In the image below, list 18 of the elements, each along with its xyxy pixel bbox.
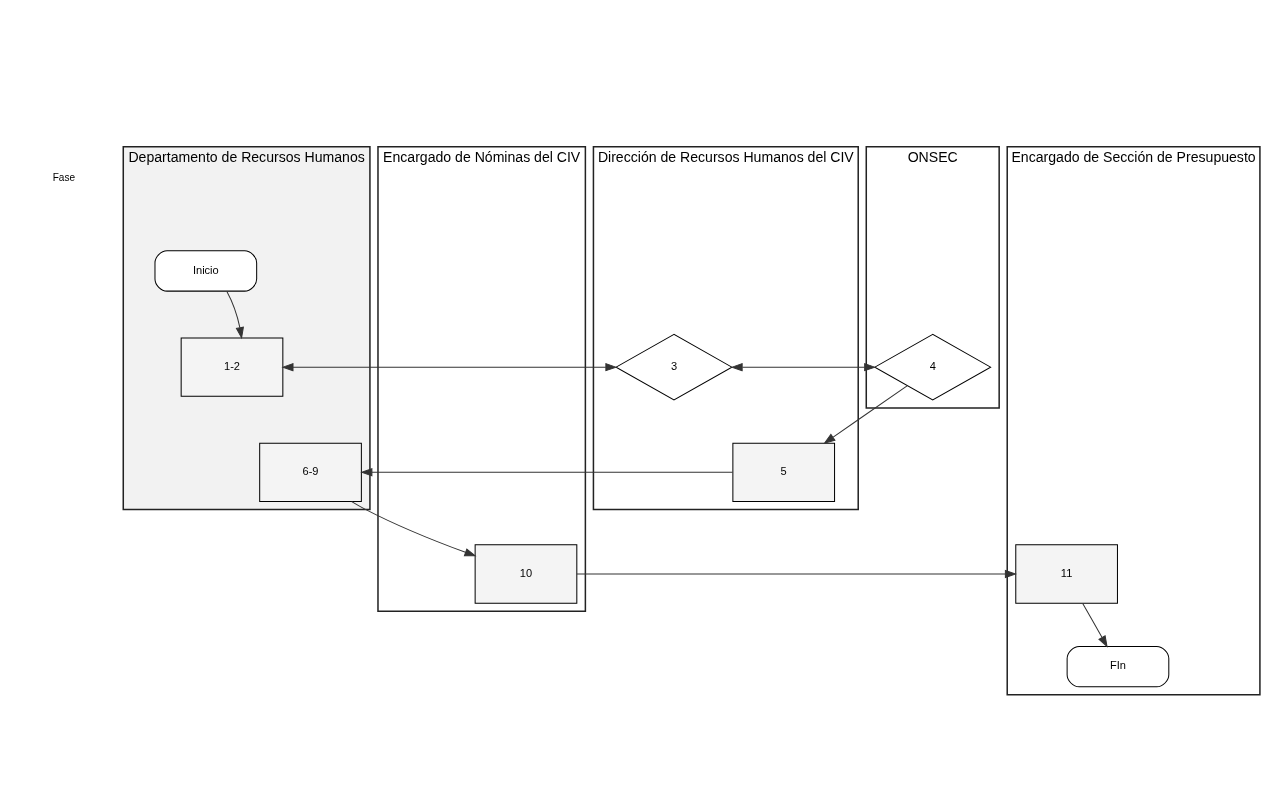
node-box: 1-2 (180, 337, 283, 397)
label: Fase (52, 171, 75, 183)
arrow (822, 385, 908, 444)
arrow (280, 362, 617, 372)
node-diamond: 4 (873, 333, 992, 401)
node-box: 5 (731, 442, 835, 503)
node-box: 6-9 (258, 442, 362, 503)
node-box: 11 (1014, 544, 1118, 604)
arrow (575, 569, 1017, 579)
node-box: FIn (1066, 646, 1169, 688)
arrow (730, 362, 876, 372)
arrow (350, 501, 476, 557)
node-box: 10 (474, 544, 577, 604)
arrow (225, 291, 244, 340)
arrow (359, 468, 733, 477)
node-box: Inicio (153, 250, 257, 292)
arrow (1081, 603, 1108, 648)
node-diamond: 3 (614, 333, 733, 401)
